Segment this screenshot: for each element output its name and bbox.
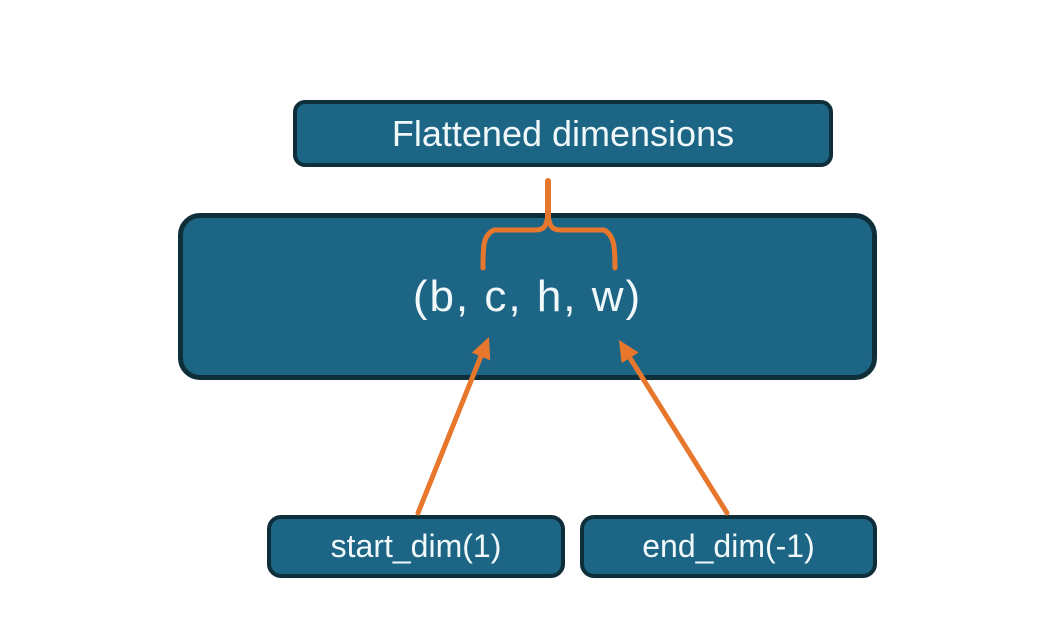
flattened-dimensions-node: Flattened dimensions [293, 100, 833, 167]
end-dim-arrow-line [627, 355, 730, 516]
tensor-shape-node: (b, c, h, w) [178, 213, 877, 380]
end-dim-node: end_dim(-1) [580, 515, 877, 578]
flattened-dimensions-label: Flattened dimensions [391, 112, 735, 154]
tensor-shape-label: (b, c, h, w) [412, 271, 643, 321]
start-dim-label: start_dim(1) [330, 528, 502, 564]
end-dim-label: end_dim(-1) [642, 528, 815, 564]
start-dim-node: start_dim(1) [267, 515, 565, 578]
